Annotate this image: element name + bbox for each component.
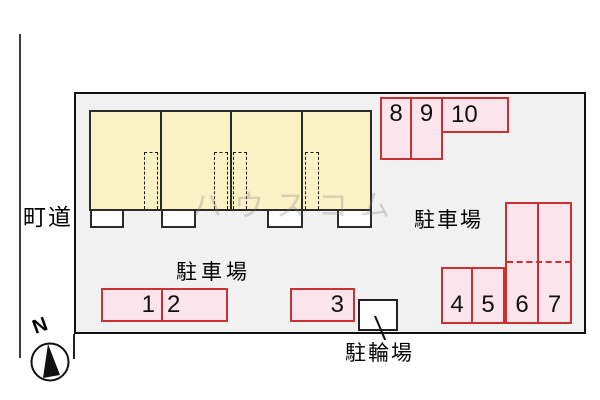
building-unit-divider — [230, 112, 232, 209]
parking-space-number: 8 — [389, 100, 403, 127]
entry-outline-dashed — [305, 152, 319, 209]
bicycle-parking-label: 駐輪場 — [345, 342, 414, 365]
parking-space-number: 4 — [450, 291, 464, 318]
parking-lot-label-east: 駐車場 — [414, 209, 483, 232]
parking-lot-label-south: 駐車場 — [176, 261, 251, 284]
parking-space-number: 9 — [419, 100, 434, 127]
entry-outline-dashed — [144, 152, 158, 209]
parking-space-number: 3 — [330, 291, 344, 318]
parking-space-6: 6 — [505, 202, 539, 324]
entrance-porch — [337, 209, 372, 228]
road-label: 町道 — [23, 204, 73, 230]
parking-space-number: 1 — [141, 291, 155, 318]
parking-space-7: 7 — [537, 202, 572, 324]
compass-needle-icon — [43, 344, 60, 378]
entrance-porch — [90, 209, 124, 228]
parking-space-8: 8 — [380, 97, 412, 160]
road-boundary-line — [19, 34, 21, 358]
parking-space-1: 1 — [101, 288, 163, 322]
parking-space-9: 9 — [410, 97, 443, 160]
parking-space-5: 5 — [471, 267, 505, 324]
parking-space-4: 4 — [441, 267, 473, 324]
watermark: ハウスコム — [192, 190, 402, 223]
parking-space-number: 7 — [547, 291, 562, 318]
entrance-porch — [161, 209, 196, 228]
parking-space-number: 10 — [451, 101, 478, 128]
parking-space-10: 10 — [441, 97, 509, 133]
parking-space-number: 6 — [515, 291, 529, 318]
boundary-line-extension — [73, 334, 75, 359]
parking-space-2: 2 — [161, 288, 228, 322]
entrance-porch — [267, 209, 303, 228]
parking-space-number: 2 — [167, 291, 181, 318]
tandem-divider-dashed-line — [507, 261, 571, 263]
entry-outline-dashed — [214, 152, 228, 209]
building-unit-divider — [160, 112, 162, 209]
parking-space-number: 5 — [481, 291, 495, 318]
parking-space-3: 3 — [290, 288, 355, 322]
compass — [30, 342, 70, 382]
building-unit-divider — [301, 112, 303, 209]
entry-outline-dashed — [233, 152, 247, 209]
